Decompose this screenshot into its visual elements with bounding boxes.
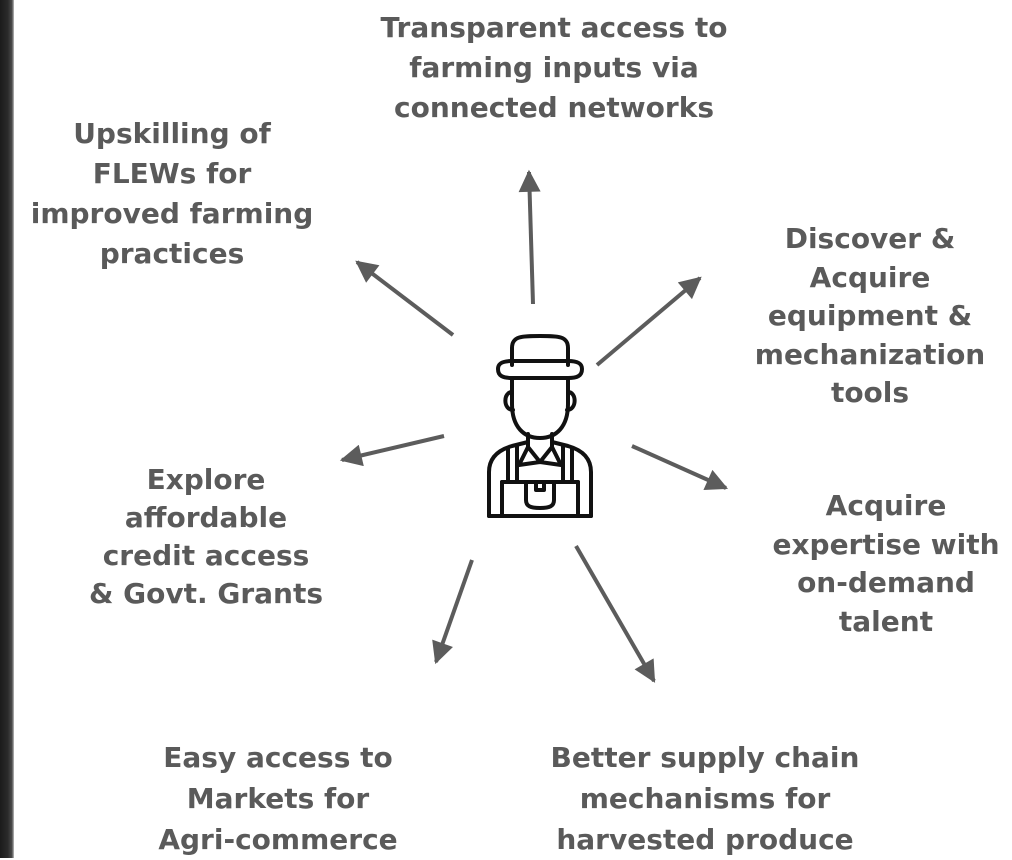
label-easy-access-markets: Easy access to Markets for Agri-commerce xyxy=(158,741,398,856)
label-acquire-expertise: Acquire expertise with on-demand talent xyxy=(772,489,1000,638)
label-transparent-access: Transparent access to farming inputs via… xyxy=(380,11,728,124)
arrow-upper-left xyxy=(355,260,455,337)
label-explore-credit: Explore affordable credit access & Govt.… xyxy=(88,463,324,610)
left-edge-strip xyxy=(0,0,14,858)
arrow-right xyxy=(631,444,729,490)
arrow-bottom-right xyxy=(574,544,656,683)
label-upskilling: Upskilling of FLEWs for improved farming… xyxy=(30,117,314,270)
farmer-icon xyxy=(487,334,593,518)
arrow-upper-right xyxy=(595,276,702,367)
label-discover-equipment: Discover & Acquire equipment & mechaniza… xyxy=(754,222,986,409)
arrow-top xyxy=(518,169,541,305)
label-better-supply-chain: Better supply chain mechanisms for harve… xyxy=(550,741,860,856)
arrow-left xyxy=(339,434,445,467)
arrow-bottom-left xyxy=(432,559,474,665)
arrows-group xyxy=(339,169,729,683)
